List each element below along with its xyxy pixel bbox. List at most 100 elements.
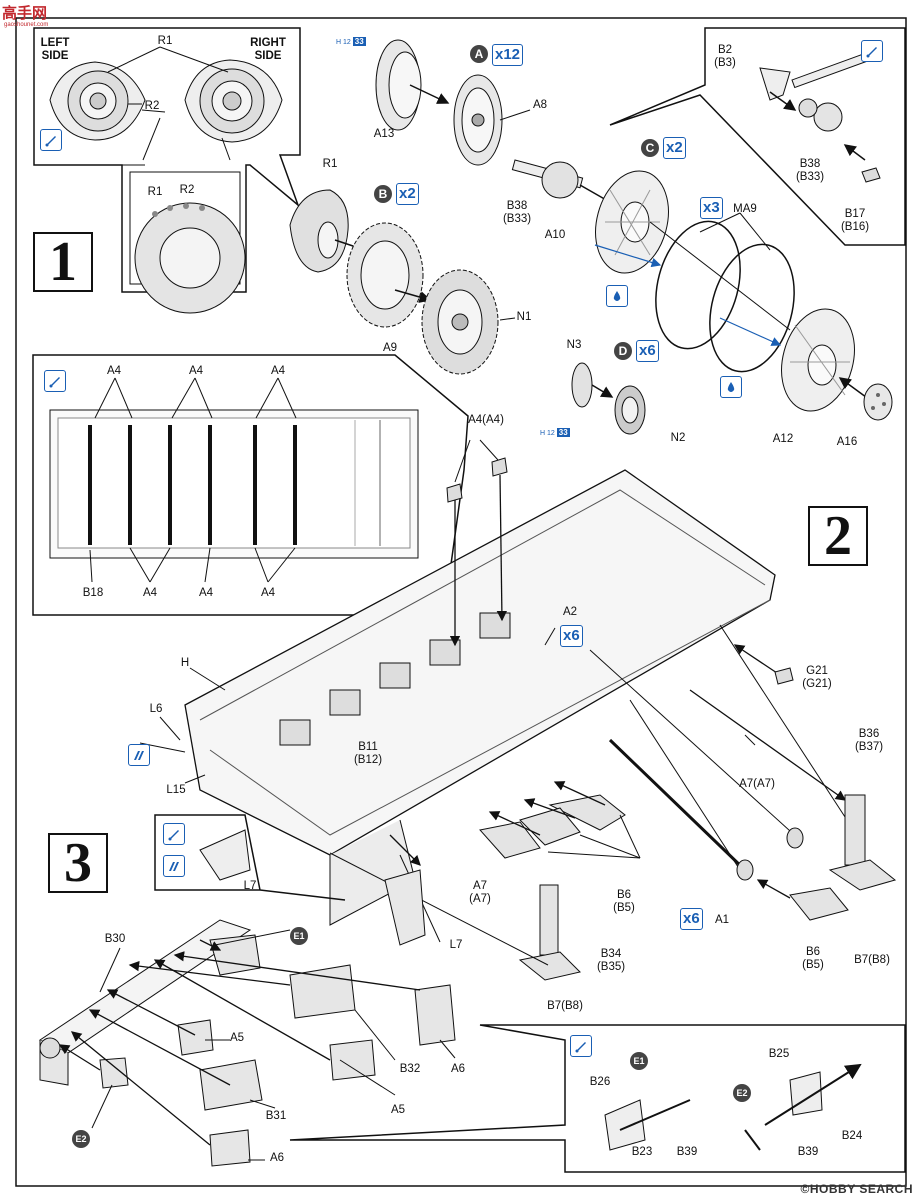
suspension-arm-b6 xyxy=(479,794,626,859)
part-label: A4 xyxy=(198,587,214,599)
idler-axle-callout-frame xyxy=(609,27,906,246)
cement-icon xyxy=(128,744,150,766)
step3-inset-frame xyxy=(154,814,346,901)
part-label: A5 xyxy=(390,1104,406,1116)
part-label: A4 xyxy=(188,365,204,377)
site-logo-url: gaoshounet.com xyxy=(4,22,49,28)
circle-label-e1-callout: E1 xyxy=(630,1052,648,1070)
return-roller-n3 xyxy=(571,362,593,408)
part-label: R1 xyxy=(322,158,338,170)
part-label: A4(A4) xyxy=(468,414,504,426)
quantity-badge-ma9: x3 xyxy=(700,197,723,219)
part-label: A7 (A7) xyxy=(469,880,491,905)
sprue-reference: H 12 33 xyxy=(540,428,570,437)
glue-drop-icon xyxy=(720,376,742,398)
part-label: R1 xyxy=(147,186,163,198)
part-label: A4 xyxy=(260,587,276,599)
suspension-arm-right-b6 xyxy=(789,887,849,921)
road-wheel-a13 xyxy=(375,39,422,131)
track-ring-ma9-b xyxy=(709,243,795,373)
idler-axle-detail xyxy=(759,51,871,132)
part-label: L7 xyxy=(449,939,463,951)
road-wheel-a8 xyxy=(453,74,503,166)
part-label: N1 xyxy=(516,311,532,323)
part-label: R2 xyxy=(144,100,160,112)
part-label: B31 xyxy=(265,1110,287,1122)
sprocket-detail-drawing xyxy=(134,202,246,314)
site-logo[interactable]: 高手网 xyxy=(2,5,48,22)
part-label: N3 xyxy=(566,339,582,351)
part-label: G21 (G21) xyxy=(802,665,832,690)
part-label: B7(B8) xyxy=(854,954,890,966)
quantity-badge-d: x6 xyxy=(636,340,659,362)
quantity-badge-c: x2 xyxy=(663,137,686,159)
part-label: A12 xyxy=(772,433,794,445)
bump-stop-b34 xyxy=(518,884,581,981)
sprue-reference: H 12 33 xyxy=(336,37,366,46)
part-label: N2 xyxy=(670,432,686,444)
part-label: B6 (B5) xyxy=(613,889,635,914)
part-label: A10 xyxy=(544,229,566,241)
hull-lower-drawing xyxy=(184,469,776,926)
step-number-1: 1 xyxy=(33,232,93,292)
part-label: L7 xyxy=(243,880,257,892)
return-roller-n2 xyxy=(614,385,646,435)
circle-label-e2: E2 xyxy=(72,1130,90,1148)
part-label: B34 (B35) xyxy=(596,948,626,973)
sprocket-ring-n1 xyxy=(421,269,499,375)
part-label: B39 xyxy=(797,1146,819,1158)
part-label: R1 xyxy=(157,35,173,47)
label-left-side: LEFT SIDE xyxy=(40,37,70,62)
bracket-l7 xyxy=(384,869,426,946)
part-label: H xyxy=(180,657,190,669)
glue-icon xyxy=(163,823,185,845)
part-label: B7(B8) xyxy=(547,1000,583,1012)
circle-label-c: C xyxy=(641,139,659,157)
left-sprocket-drawing xyxy=(49,61,146,141)
part-label: A9 xyxy=(382,342,398,354)
circle-label-e1: E1 xyxy=(290,927,308,945)
part-label: A5 xyxy=(229,1032,245,1044)
part-label: B38 (B33) xyxy=(795,158,825,183)
circle-label-b: B xyxy=(374,185,392,203)
e1-bracket-drawing xyxy=(604,1099,691,1151)
part-label: B23 xyxy=(631,1146,653,1158)
part-label: B30 xyxy=(104,933,126,945)
sprocket-hub-r1 xyxy=(289,189,349,273)
part-label: A4 xyxy=(270,365,286,377)
part-label: A4 xyxy=(142,587,158,599)
glue-drop-icon xyxy=(606,285,628,307)
part-label: B36 (B37) xyxy=(854,728,884,753)
part-label: B2 (B3) xyxy=(714,44,736,69)
e2-bracket-drawing xyxy=(744,1063,862,1151)
e-parts-callout-frame xyxy=(289,1024,906,1173)
part-label: B25 xyxy=(768,1048,790,1060)
part-label: A6 xyxy=(450,1063,466,1075)
glue-icon xyxy=(44,370,66,392)
quantity-badge-a: x12 xyxy=(492,44,524,66)
part-label: L15 xyxy=(166,784,186,796)
part-label: B38 (B33) xyxy=(502,200,532,225)
part-label: B18 xyxy=(82,587,104,599)
part-label: B32 xyxy=(399,1063,421,1075)
sprocket-ring-a9 xyxy=(346,222,424,328)
part-label: B39 xyxy=(676,1146,698,1158)
part-label: B6 (B5) xyxy=(802,946,824,971)
glue-icon xyxy=(40,129,62,151)
part-label: B11 (B12) xyxy=(353,741,383,766)
quantity-badge-a2: x6 xyxy=(560,625,583,647)
part-label: A6 xyxy=(269,1152,285,1164)
part-label: B17 (B16) xyxy=(840,208,870,233)
part-label: B26 xyxy=(589,1076,611,1088)
part-label: A13 xyxy=(373,128,395,140)
watermark: ©HOBBY SEARCH xyxy=(800,1182,913,1196)
idler-wheel-a12 xyxy=(781,308,855,412)
circle-label-a: A xyxy=(470,45,488,63)
part-label: B24 xyxy=(841,1130,863,1142)
step-number-3: 3 xyxy=(48,833,108,893)
hub-cap-a16 xyxy=(863,383,893,421)
torsion-bar-mounts xyxy=(279,612,511,746)
part-label: A16 xyxy=(836,436,858,448)
idler-wheel-a10 xyxy=(595,170,669,274)
